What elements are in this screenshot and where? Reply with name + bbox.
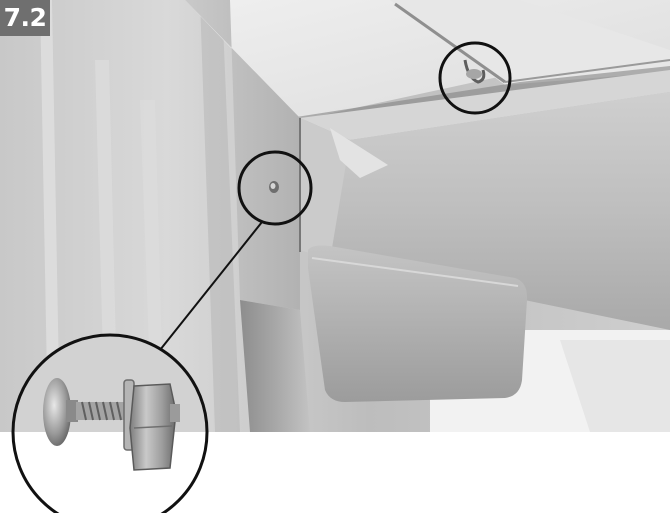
callout-circle-rear-tab [438, 41, 512, 115]
photo-background [0, 0, 670, 432]
detail-inset-ring [11, 333, 209, 513]
callout-leader-line [159, 221, 263, 351]
callout-circle-bolt [237, 150, 313, 226]
step-number-badge: 7.2 [0, 0, 50, 36]
